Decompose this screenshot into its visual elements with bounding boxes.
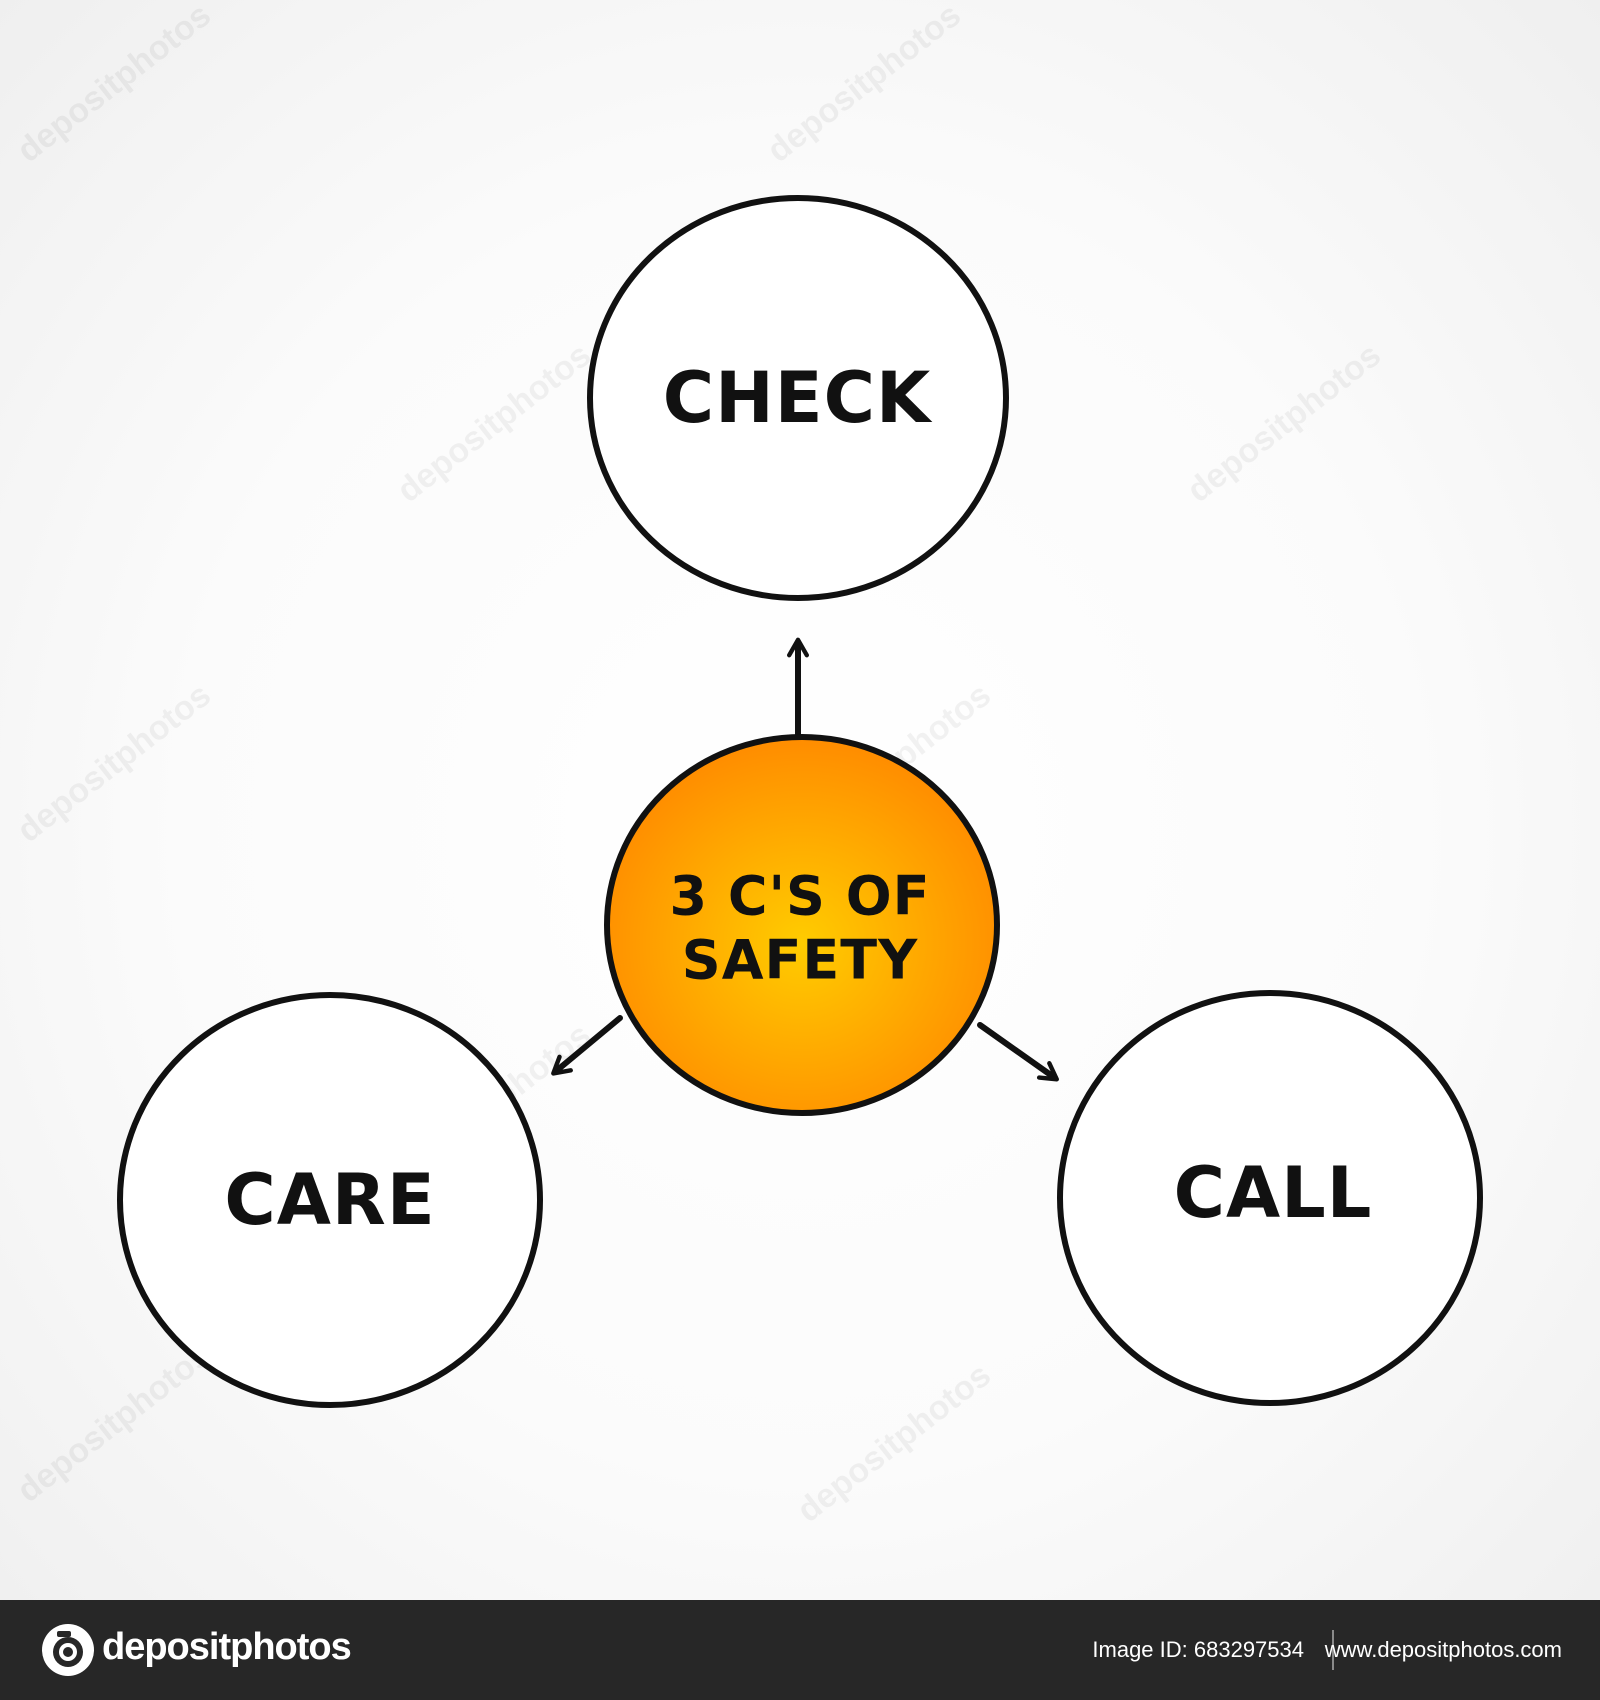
- call-node-label: CALL: [1173, 1152, 1373, 1234]
- site-url-link[interactable]: www.depositphotos.com: [1324, 1637, 1562, 1662]
- call-node-circle: [1057, 990, 1483, 1406]
- arrow-to-call: [977, 1022, 1059, 1082]
- image-id: Image ID: 683297534: [1092, 1637, 1304, 1662]
- brand-name: depositphotos: [102, 1626, 352, 1668]
- center-node-circle: [604, 734, 1000, 1116]
- check-node-circle: [587, 195, 1009, 601]
- mind-map-diagram: [117, 195, 1483, 1408]
- footer-bar: depositphotos Image ID: 683297534 www.de…: [0, 1600, 1600, 1700]
- arrow-to-care: [551, 1015, 623, 1076]
- center-label-line-2: SAFETY: [681, 928, 919, 991]
- camera-logo-icon: [42, 1624, 94, 1676]
- check-node-label: CHECK: [662, 357, 932, 439]
- center-label-line-1: 3 C'S OF: [669, 864, 931, 928]
- diagram-canvas: depositphotos depositphotos depositphoto…: [0, 0, 1600, 1600]
- care-node-label: CARE: [224, 1159, 436, 1241]
- care-node-circle: [117, 992, 543, 1408]
- center-node-label: 3 C'S OF SAFETY: [640, 864, 960, 991]
- footer-divider: [1332, 1630, 1334, 1670]
